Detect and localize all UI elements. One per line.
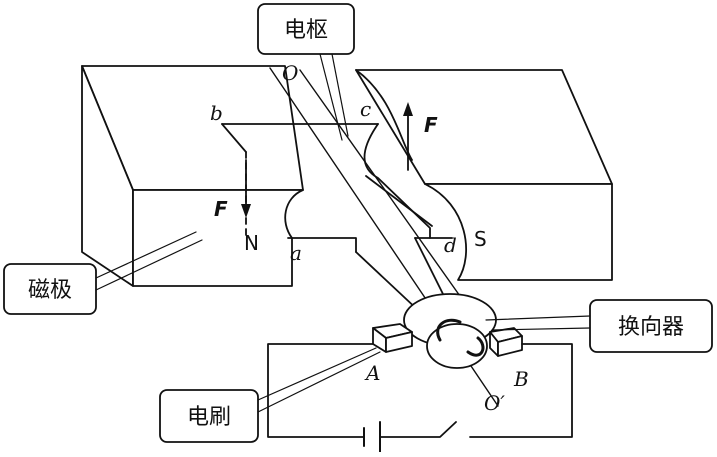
commutator-label: 换向器 <box>618 315 684 340</box>
magnetic-pole-callout: 磁极 <box>3 231 203 315</box>
point-O-label: O <box>282 61 298 85</box>
external-circuit <box>267 343 573 438</box>
brush-label: 电刷 <box>187 405 231 430</box>
commutator-callout: 换向器 <box>485 299 713 353</box>
north-pole-label: N <box>244 231 259 255</box>
force-label-left: F <box>214 197 228 221</box>
brush-B <box>489 327 523 357</box>
brush-B-label: B <box>513 367 529 391</box>
point-a-label: a <box>290 241 302 265</box>
point-b-label: b <box>210 101 223 125</box>
north-magnet <box>81 65 304 287</box>
brush-callout: 电刷 <box>159 347 381 443</box>
force-label-right: F <box>424 113 438 137</box>
commutator-rings <box>403 293 497 369</box>
point-d-label: d <box>444 233 457 257</box>
battery-symbol <box>363 421 381 453</box>
armature-callout: 电枢 <box>257 3 355 141</box>
point-c-label: c <box>360 97 371 121</box>
force-arrow-right <box>403 102 413 171</box>
force-arrow-left <box>241 159 251 218</box>
armature-label: 电枢 <box>284 18 328 43</box>
brush-A <box>372 323 413 353</box>
brush-A-label: A <box>364 361 380 385</box>
point-O-prime-label: O′ <box>484 391 505 415</box>
magnetic-pole-label: 磁极 <box>28 278 72 303</box>
south-pole-label: S <box>474 227 487 251</box>
